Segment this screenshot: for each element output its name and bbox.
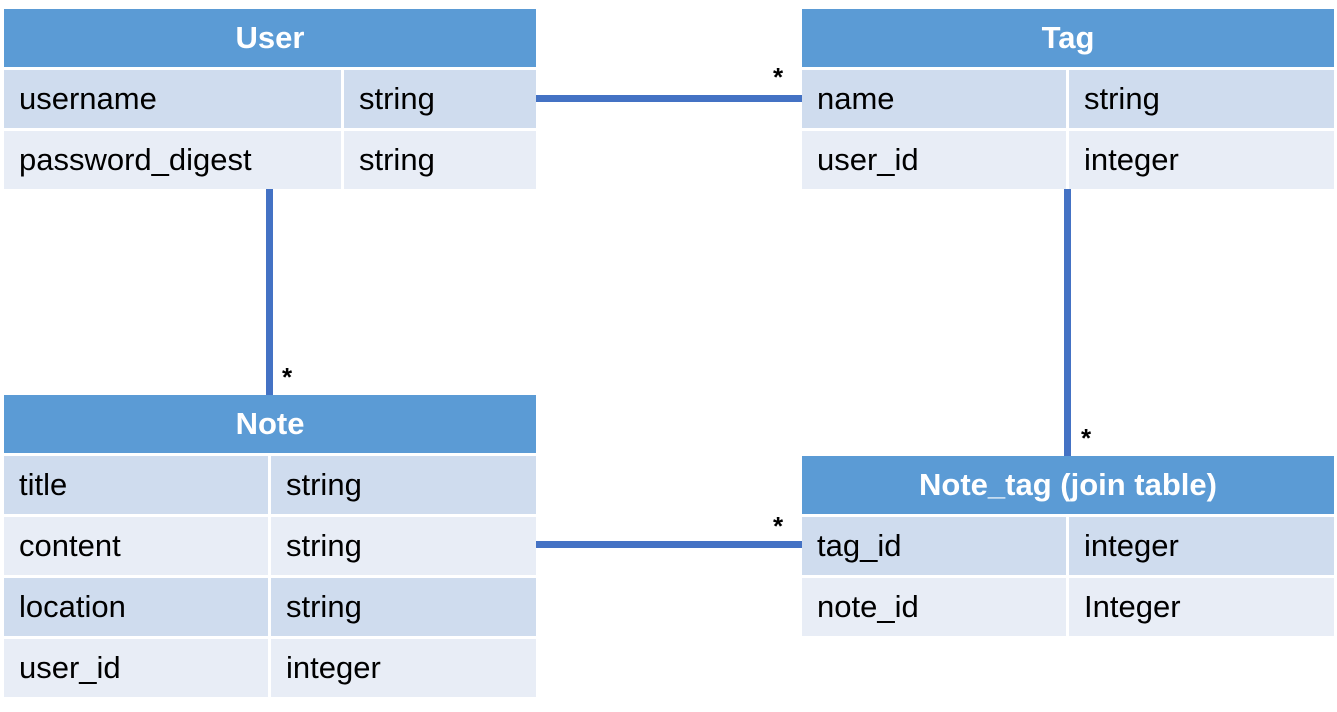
field-name: note_id: [802, 578, 1066, 636]
note-entity[interactable]: Note title string content string locatio…: [4, 395, 537, 697]
table-row: note_id Integer: [802, 578, 1335, 636]
field-type: string: [268, 456, 537, 517]
user-entity[interactable]: User username string password_digest str…: [4, 9, 536, 189]
user-note-multiplicity: *: [282, 362, 293, 392]
user-tag-multiplicity: *: [773, 62, 784, 92]
entity-title: User: [4, 9, 536, 70]
table-row: location string: [4, 578, 537, 639]
field-name: content: [4, 517, 268, 578]
field-type: string: [341, 70, 536, 131]
table-row: title string: [4, 456, 537, 517]
table-row: user_id integer: [802, 131, 1334, 189]
field-type: string: [1066, 70, 1334, 131]
field-name: password_digest: [4, 131, 341, 189]
user-note-connector: [266, 189, 273, 395]
entity-title: Note_tag (join table): [802, 456, 1335, 517]
field-type: integer: [1066, 517, 1335, 578]
field-name: name: [802, 70, 1066, 131]
field-name: location: [4, 578, 268, 639]
field-name: user_id: [802, 131, 1066, 189]
note-note-tag-multiplicity: *: [773, 511, 784, 541]
table-row: content string: [4, 517, 537, 578]
field-type: integer: [1066, 131, 1334, 189]
table-row: tag_id integer: [802, 517, 1335, 578]
table-row: name string: [802, 70, 1334, 131]
field-type: Integer: [1066, 578, 1335, 636]
tag-note-tag-connector: [1064, 189, 1071, 456]
field-type: string: [268, 578, 537, 639]
user-tag-connector: [536, 95, 802, 102]
note-note-tag-connector: [536, 541, 802, 548]
field-name: title: [4, 456, 268, 517]
entity-title: Tag: [802, 9, 1334, 70]
table-row: user_id integer: [4, 639, 537, 697]
tag-note-tag-multiplicity: *: [1081, 423, 1092, 453]
entity-title: Note: [4, 395, 537, 456]
note-tag-entity[interactable]: Note_tag (join table) tag_id integer not…: [802, 456, 1335, 636]
field-type: string: [341, 131, 536, 189]
table-row: password_digest string: [4, 131, 536, 189]
field-type: integer: [268, 639, 537, 697]
field-name: username: [4, 70, 341, 131]
table-row: username string: [4, 70, 536, 131]
field-name: tag_id: [802, 517, 1066, 578]
tag-entity[interactable]: Tag name string user_id integer: [802, 9, 1334, 189]
field-type: string: [268, 517, 537, 578]
field-name: user_id: [4, 639, 268, 697]
